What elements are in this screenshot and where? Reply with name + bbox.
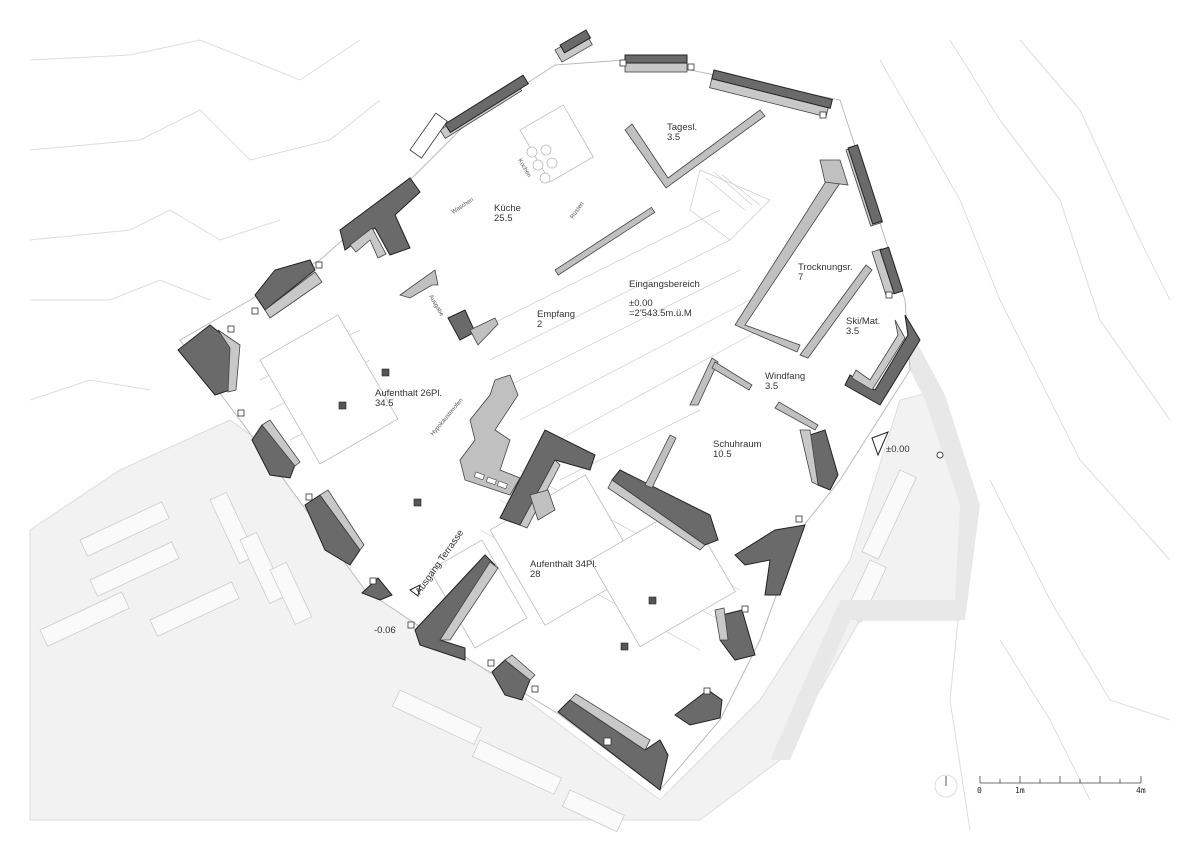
ramp-edge xyxy=(770,320,980,760)
room-name-aufenthalt-26: Aufenthalt 26Pl. xyxy=(375,388,442,399)
room-area-empfang: 2 xyxy=(537,319,542,330)
room-name-windfang: Windfang xyxy=(765,371,805,382)
scale-label-0: 0 xyxy=(977,786,982,795)
room-level-eingangsbereich: ±0.00 xyxy=(629,298,653,309)
north-arrow-icon xyxy=(934,774,958,798)
exit-arrow-icon xyxy=(409,584,421,597)
room-area-windfang: 3.5 xyxy=(765,381,778,392)
room-area-aufenthalt-34: 28 xyxy=(530,569,541,580)
room-name-empfang: Empfang xyxy=(537,309,575,320)
room-name-ski-mat: Ski/Mat. xyxy=(846,316,880,327)
stairs xyxy=(689,169,771,241)
scale-bar xyxy=(979,776,1142,784)
room-area-tagesl: 3.5 xyxy=(667,132,680,143)
columns xyxy=(338,368,657,651)
survey-point-icon xyxy=(936,451,944,459)
room-name-aufenthalt-34: Aufenthalt 34Pl. xyxy=(530,559,597,570)
room-area-ski-mat: 3.5 xyxy=(846,326,859,337)
level-entrance: ±0.00 xyxy=(886,444,910,455)
room-name-tagesl: Tagesl. xyxy=(667,122,697,133)
room-area-trocknungsr: 7 xyxy=(798,272,803,283)
room-area-kueche: 25.5 xyxy=(494,213,513,224)
scale-label-4m: 4m xyxy=(1136,786,1146,795)
room-name-schuhraum: Schuhraum xyxy=(713,439,762,450)
room-name-eingangsbereich: Eingangsbereich xyxy=(629,279,700,290)
room-elevation-eingangsbereich: =2'543.5m.ü.M xyxy=(629,308,692,319)
scale-label-1m: 1m xyxy=(1015,786,1025,795)
exterior-walls xyxy=(177,29,921,791)
room-area-aufenthalt-26: 34.5 xyxy=(375,398,394,409)
level-outside-left: -0.06 xyxy=(374,625,396,636)
room-name-kueche: Küche xyxy=(494,203,521,214)
room-area-schuhraum: 10.5 xyxy=(713,449,732,460)
interior-walls xyxy=(399,109,873,521)
room-name-trocknungsr: Trocknungsr. xyxy=(798,262,853,273)
windows xyxy=(227,59,893,746)
paving-slabs xyxy=(39,469,917,833)
level-marker-entrance-icon xyxy=(871,431,889,457)
